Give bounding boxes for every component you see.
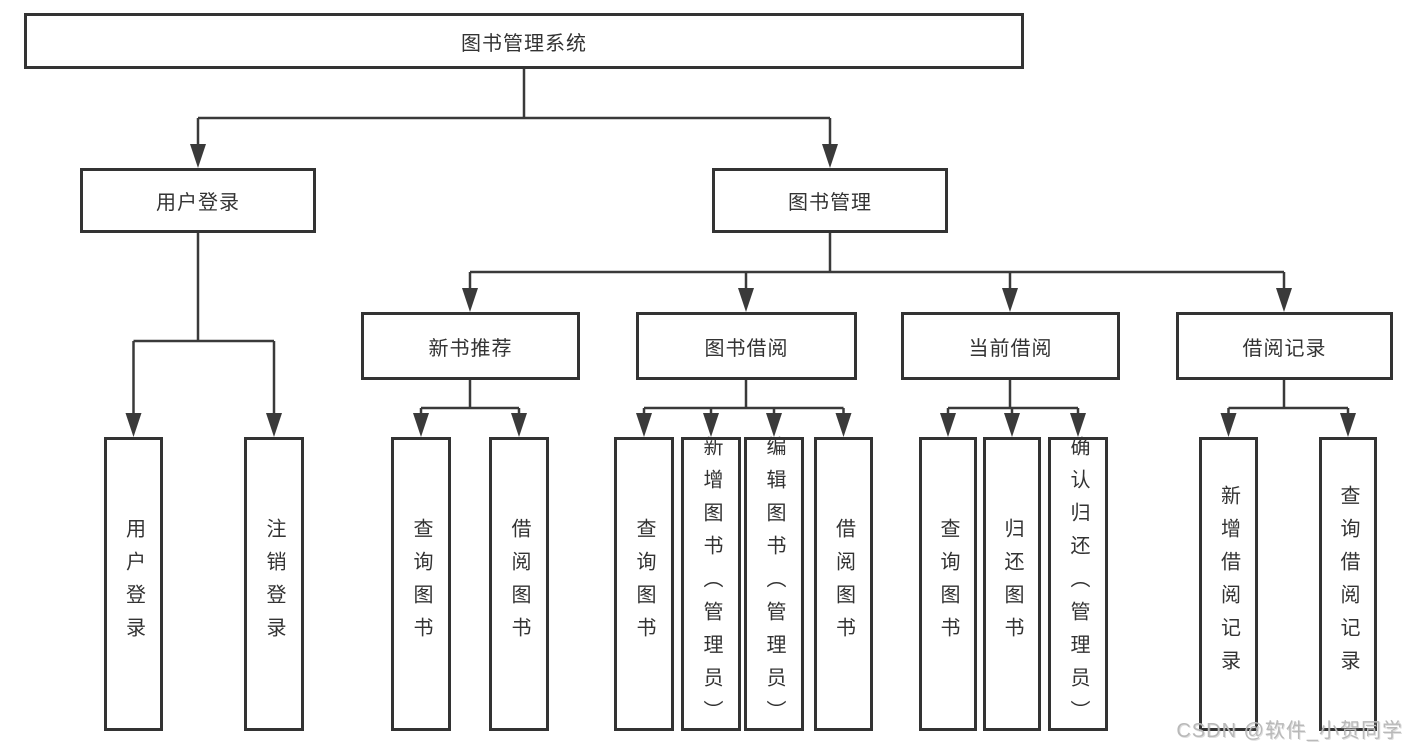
arrowhead (1276, 288, 1292, 312)
leaf-label: 注销登录 (263, 518, 285, 650)
connector-user-login-branch (132, 233, 276, 416)
leaf-label: 借阅图书 (832, 518, 855, 650)
arrowhead (1070, 413, 1086, 437)
leaf-query-books-current: 查询图书 (919, 437, 977, 731)
leaf-add-book-admin: 新增图书（管理员） (681, 435, 741, 733)
leaf-label: 查询借阅记录 (1337, 485, 1359, 683)
connector-new-book-branch (419, 380, 521, 416)
leaf-label: 查询图书 (937, 518, 959, 650)
connector-root-to-level1 (196, 69, 832, 146)
node-label: 当前借阅 (968, 337, 1053, 360)
node-label: 图书借阅 (704, 337, 789, 360)
leaf-query-books-recommend: 查询图书 (391, 437, 451, 731)
arrowhead (835, 413, 852, 437)
arrowhead (1340, 413, 1356, 437)
leaf-return-book: 归还图书 (983, 437, 1041, 731)
leaf-logout-login: 注销登录 (244, 437, 304, 731)
leaf-label: 确认归还（管理员） (1067, 435, 1089, 733)
arrowhead (190, 144, 206, 168)
arrowhead (636, 413, 652, 437)
node-library-management-system: 图书管理系统 (24, 13, 1024, 69)
arrowhead (1004, 413, 1020, 437)
csdn-watermark: CSDN @软件_小贺同学 (1176, 720, 1403, 742)
arrowhead (266, 413, 282, 437)
arrowhead (125, 413, 142, 437)
leaf-label: 用户登录 (122, 518, 145, 650)
leaf-add-borrow-record: 新增借阅记录 (1199, 437, 1258, 731)
node-current-borrow: 当前借阅 (901, 312, 1120, 380)
arrowheads (125, 144, 1356, 437)
arrowhead (462, 288, 478, 312)
arrowhead (1002, 288, 1018, 312)
node-label: 图书管理 (788, 192, 872, 214)
leaf-confirm-return-admin: 确认归还（管理员） (1048, 435, 1108, 733)
node-new-book-recommend: 新书推荐 (361, 312, 580, 380)
leaf-borrow-books: 借阅图书 (814, 437, 873, 731)
arrowhead (703, 413, 719, 437)
node-book-borrow: 图书借阅 (636, 312, 857, 380)
leaf-label: 编辑图书（管理员） (763, 435, 785, 733)
leaf-query-books-borrow: 查询图书 (614, 437, 674, 731)
leaf-label: 新增借阅记录 (1217, 485, 1240, 683)
leaf-user-login: 用户登录 (104, 437, 163, 731)
arrowhead (1220, 413, 1237, 437)
arrowhead (413, 413, 429, 437)
leaf-query-borrow-record: 查询借阅记录 (1319, 437, 1377, 731)
leaf-label: 查询图书 (633, 518, 655, 650)
node-label: 用户登录 (156, 192, 240, 214)
arrowhead (940, 413, 956, 437)
leaf-label: 新增图书（管理员） (700, 435, 722, 733)
arrowhead (511, 413, 527, 437)
connector-book-management-branch (468, 233, 1286, 291)
leaf-label: 查询图书 (410, 518, 432, 650)
connector-book-borrow-branch (642, 380, 845, 416)
connector-borrow-records-branch (1227, 380, 1350, 416)
node-book-management: 图书管理 (712, 168, 948, 233)
node-label: 图书管理系统 (461, 32, 587, 55)
node-user-login: 用户登录 (80, 168, 316, 233)
leaf-borrow-books-recommend: 借阅图书 (489, 437, 549, 731)
leaf-label: 归还图书 (1001, 518, 1023, 650)
arrowhead (738, 288, 754, 312)
node-borrow-records: 借阅记录 (1176, 312, 1393, 380)
connector-current-borrow-branch (946, 380, 1080, 416)
node-label: 新书推荐 (428, 337, 513, 360)
node-label: 借阅记录 (1242, 337, 1327, 360)
arrowhead (822, 144, 838, 168)
leaf-edit-book-admin: 编辑图书（管理员） (744, 435, 804, 733)
leaf-label: 借阅图书 (508, 518, 530, 650)
arrowhead (766, 413, 782, 437)
